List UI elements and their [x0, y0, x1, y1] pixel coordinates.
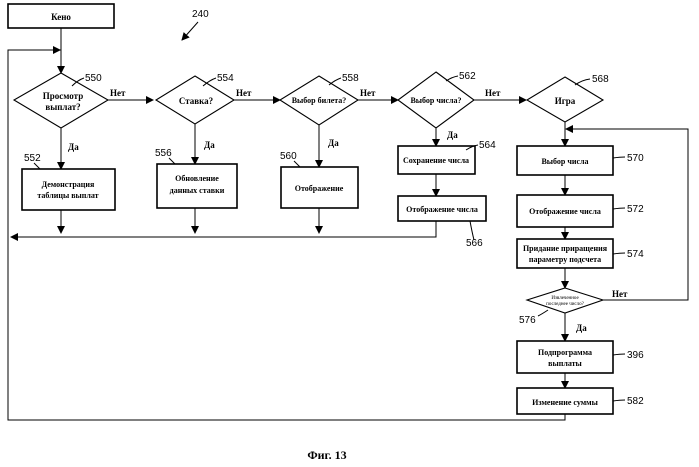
ref-576-text: 576: [519, 315, 536, 326]
ref-570: 570: [613, 153, 644, 164]
process-change-amount: Изменение суммы: [517, 388, 613, 414]
ref-570-text: 570: [627, 153, 644, 164]
ref-550-text: 550: [85, 73, 102, 84]
label-558-yes: Да: [328, 138, 339, 148]
ref-560: 560: [280, 151, 300, 167]
ref-568-text: 568: [592, 74, 609, 85]
decision-number-choice-label: Выбор числа?: [410, 96, 461, 105]
process-update-bet-data: Обновление данных ставки: [157, 164, 237, 208]
process-show-payout-table-line1: Демонстрация: [42, 180, 95, 189]
ref-556-text: 556: [155, 148, 172, 159]
process-select-number-label: Выбор числа: [541, 157, 588, 166]
ref-558: 558: [329, 73, 359, 85]
label-550-no: Нет: [110, 88, 126, 98]
ref-552-text: 552: [24, 153, 41, 164]
process-update-bet-data-line1: Обновление: [175, 174, 219, 183]
label-576-no: Нет: [612, 289, 628, 299]
process-increment-counter-line1: Придание приращения: [523, 244, 608, 253]
label-558-no: Нет: [360, 88, 376, 98]
process-display-number-1: Отображение числа: [398, 196, 486, 221]
process-increment-counter: Придание приращения параметру подсчета: [517, 239, 613, 268]
label-562-no: Нет: [485, 88, 501, 98]
ref-566-text: 566: [466, 238, 483, 249]
process-payout-subroutine: Подпрограмма выплаты: [517, 341, 613, 373]
label-554-yes: Да: [204, 140, 215, 150]
process-display-number-2: Отображение числа: [517, 195, 613, 227]
process-show-payout-table: Демонстрация таблицы выплат: [22, 169, 115, 210]
ref-552: 552: [24, 153, 41, 169]
process-display-number-1-label: Отображение числа: [406, 205, 478, 214]
ref-582-text: 582: [627, 396, 644, 407]
ref-582: 582: [613, 396, 644, 407]
process-show-payout-table-line2: таблицы выплат: [37, 191, 98, 200]
process-display-label: Отображение: [295, 184, 344, 193]
loop-back-arrowhead: [53, 46, 61, 54]
figure-number: 240: [192, 9, 209, 20]
figure-number-arrow: [182, 22, 198, 40]
start-label: Кено: [51, 12, 71, 22]
return-line: [14, 221, 436, 237]
process-display-number-2-label: Отображение числа: [529, 207, 601, 216]
ref-572-text: 572: [627, 204, 644, 215]
ref-564-text: 564: [479, 140, 496, 151]
ref-562: 562: [446, 71, 476, 82]
ref-574-text: 574: [627, 249, 644, 260]
process-change-amount-label: Изменение суммы: [532, 398, 598, 407]
ref-562-text: 562: [459, 71, 476, 82]
process-save-number: Сохранение числа: [398, 146, 475, 174]
decision-bets-label: Ставка?: [179, 96, 213, 106]
label-562-yes: Да: [447, 130, 458, 140]
decision-last-number-line1: Извлеченное: [551, 296, 579, 301]
decision-game-label: Игра: [555, 96, 576, 106]
process-payout-subroutine-line1: Подпрограмма: [538, 348, 592, 357]
ref-396: 396: [613, 350, 644, 361]
return-arrowhead: [10, 233, 18, 241]
label-550-yes: Да: [68, 142, 79, 152]
ref-558-text: 558: [342, 73, 359, 84]
ref-576: 576: [519, 310, 548, 326]
ref-396-text: 396: [627, 350, 644, 361]
ref-572: 572: [613, 204, 644, 215]
ref-556: 556: [155, 148, 175, 164]
decision-view-payouts-line1: Просмотр: [43, 91, 83, 101]
ref-574: 574: [613, 249, 644, 260]
decision-ticket-choice-label: Выбор билета?: [292, 96, 347, 105]
label-576-yes: Да: [576, 323, 587, 333]
ref-566: 566: [466, 221, 483, 249]
process-increment-counter-line2: параметру подсчета: [529, 255, 601, 264]
decision-last-number-line2: последнее число?: [546, 302, 584, 307]
ref-554-text: 554: [217, 73, 234, 84]
decision-last-number: Извлеченное последнее число?: [527, 288, 603, 313]
process-update-bet-data-line2: данных ставки: [170, 186, 225, 195]
figure-caption: Фиг. 13: [307, 448, 346, 462]
label-554-no: Нет: [236, 88, 252, 98]
arrow-576-no-head: [565, 125, 573, 133]
process-display: Отображение: [281, 167, 358, 208]
process-save-number-label: Сохранение числа: [403, 156, 469, 165]
ref-560-text: 560: [280, 151, 297, 162]
decision-view-payouts-line2: выплат?: [45, 102, 80, 112]
process-payout-subroutine-line2: выплаты: [548, 359, 582, 368]
ref-568: 568: [575, 74, 609, 85]
process-select-number: Выбор числа: [517, 146, 613, 175]
